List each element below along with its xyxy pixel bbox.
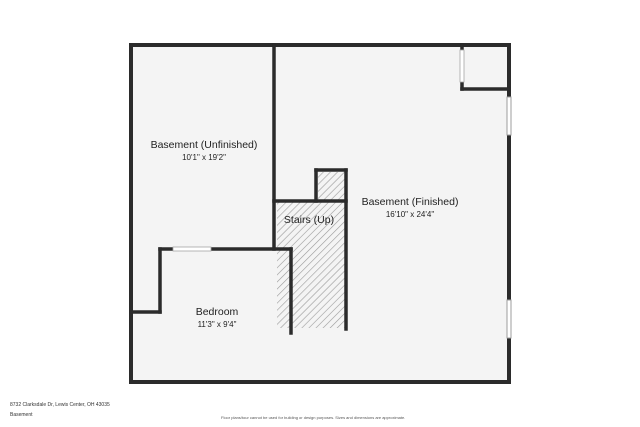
room-dimensions: 16'10" x 24'4" [385, 210, 435, 219]
stairs-area [277, 202, 345, 328]
footer-floor-name: Basement [10, 412, 33, 418]
room-name: Bedroom [195, 306, 239, 318]
room-name: Stairs (Up) [283, 214, 335, 226]
room-label-basement-unfinished: Basement (Unfinished) 10'1" x 19'2" [139, 139, 269, 163]
room-dimensions: 11'3" x 9'4" [197, 320, 237, 329]
room-name: Basement (Unfinished) [150, 139, 258, 151]
room-label-stairs: Stairs (Up) [274, 214, 344, 227]
footer-disclaimer: Floor plans/tour cannot be used for buil… [221, 415, 406, 420]
closet-door-opening [459, 49, 465, 83]
room-name: Basement (Finished) [361, 196, 459, 208]
stairs-landing [318, 172, 345, 200]
room-label-bedroom: Bedroom 11'3" x 9'4" [167, 306, 267, 330]
room-dimensions: 10'1" x 19'2" [182, 153, 226, 162]
windows [506, 96, 512, 339]
room-label-basement-finished: Basement (Finished) 16'10" x 24'4" [345, 196, 475, 220]
bedroom-door-opening [172, 246, 212, 252]
footer-address: 8732 Clarksdale Dr, Lewis Center, OH 430… [10, 402, 110, 408]
